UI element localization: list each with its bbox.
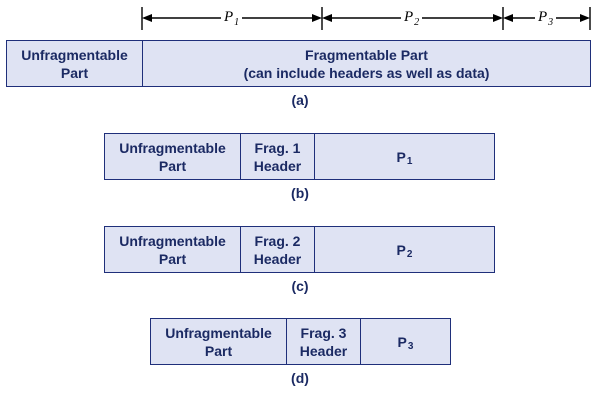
d-unfragmentable-label: Unfragmentable Part <box>165 324 272 359</box>
segment-label-p2-main: P <box>404 9 414 25</box>
arrow-p3-left-head <box>503 14 513 22</box>
b-payload-main: P <box>396 148 406 165</box>
d-payload-main: P <box>397 333 407 350</box>
caption-b: (b) <box>291 185 309 201</box>
c-payload-sub: 2 <box>406 248 413 260</box>
b-frag-header-label: Frag. 1 Header <box>253 139 302 174</box>
b-unfragmentable-label: Unfragmentable Part <box>119 139 226 174</box>
segment-label-p1-sub: 1 <box>234 17 240 28</box>
a-fragmentable-part: Fragmentable Part (can include headers a… <box>142 40 591 87</box>
d-unfragmentable-part: Unfragmentable Part <box>150 318 287 365</box>
segment-label-p3: P3 <box>535 9 557 28</box>
c-frag-header: Frag. 2 Header <box>240 226 315 273</box>
segment-label-p2: P2 <box>401 9 423 28</box>
arrow-p3-right-head <box>580 14 590 22</box>
b-payload-sub: 1 <box>406 155 413 167</box>
arrow-p1-right-head <box>312 14 322 22</box>
a-fragmentable-label: Fragmentable Part (can include headers a… <box>243 46 490 81</box>
a-unfragmentable-part: Unfragmentable Part <box>6 40 143 87</box>
b-frag-header: Frag. 1 Header <box>240 133 315 180</box>
c-unfragmentable-part: Unfragmentable Part <box>104 226 241 273</box>
arrow-p2-right-head <box>493 14 503 22</box>
arrow-p1-left-head <box>142 14 152 22</box>
segment-label-p3-sub: 3 <box>548 17 554 28</box>
d-payload-sub: 3 <box>407 340 414 352</box>
b-unfragmentable-part: Unfragmentable Part <box>104 133 241 180</box>
c-frag-header-label: Frag. 2 Header <box>253 232 302 267</box>
c-unfragmentable-label: Unfragmentable Part <box>119 232 226 267</box>
caption-c: (c) <box>291 278 309 294</box>
a-unfragmentable-label: Unfragmentable Part <box>21 46 128 81</box>
caption-a: (a) <box>291 92 309 108</box>
segment-label-p3-main: P <box>538 9 548 25</box>
segment-label-p1: P1 <box>221 9 243 28</box>
segment-label-p2-sub: 2 <box>414 17 420 28</box>
d-frag-header-label: Frag. 3 Header <box>299 324 348 359</box>
arrow-p2-left-head <box>322 14 332 22</box>
caption-d: (d) <box>291 370 309 386</box>
segment-label-p1-main: P <box>224 9 234 25</box>
c-payload-main: P <box>396 241 406 258</box>
d-frag-header: Frag. 3 Header <box>286 318 361 365</box>
